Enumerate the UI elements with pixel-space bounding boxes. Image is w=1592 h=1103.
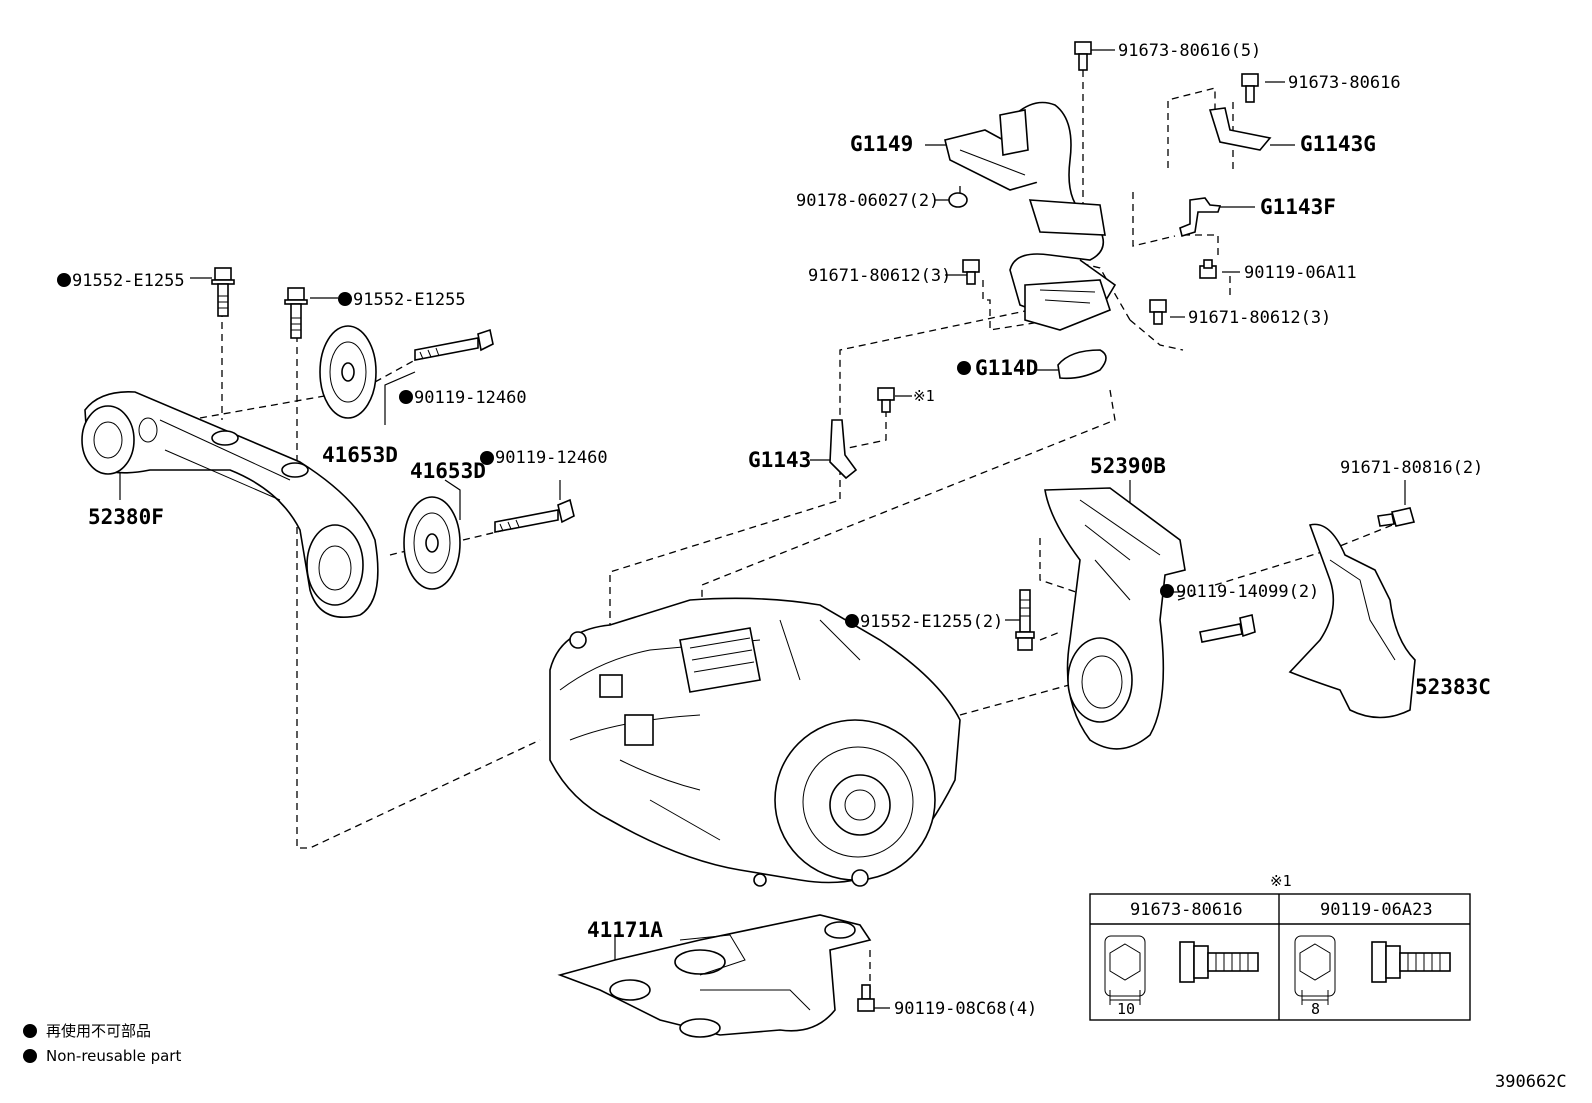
label-90119-12460-a: 90119-12460 <box>414 388 527 408</box>
label-g1149: G1149 <box>850 132 913 156</box>
label-91673-80616-5: 91673-80616(5) <box>1118 41 1261 61</box>
transaxle-assembly <box>549 597 961 887</box>
legend: 再使用不可部品 Non-reusable part <box>23 1022 181 1065</box>
label-91671-80612-3-right: 91671-80612(3) <box>1188 308 1331 328</box>
legend-line1: 再使用不可部品 <box>46 1022 151 1040</box>
bolt-90119-12460-a <box>414 328 494 361</box>
bolt-90119-06a11 <box>1199 259 1217 279</box>
label-41171a: 41171A <box>587 918 663 942</box>
legend-dot-2 <box>23 1049 37 1063</box>
part-labels: 91673-80616(5) 91673-80616 G1149 G1143G … <box>72 41 1491 1019</box>
bolt-side-91673-80616 <box>1179 941 1259 983</box>
under-cover-41171a <box>557 914 872 1038</box>
label-90119-08c68-4: 90119-08C68(4) <box>894 999 1037 1019</box>
label-91552-e1255-a: 91552-E1255 <box>72 271 185 291</box>
label-g1143f: G1143F <box>1260 195 1336 219</box>
bolt-90119-08c68-4 <box>857 984 875 1012</box>
label-52383c: 52383C <box>1415 675 1491 699</box>
bolt-91671-80612-left <box>962 259 980 285</box>
note-col1-header: 91673-80616 <box>1130 900 1243 920</box>
bolt-91673-80616 <box>1241 73 1259 103</box>
label-91671-80816-2: 91671-80816(2) <box>1340 458 1483 478</box>
bolt-90119-12460-b <box>494 498 575 533</box>
note-col2-header: 90119-06A23 <box>1320 900 1433 920</box>
legend-line2: Non-reusable part <box>46 1047 181 1065</box>
bolt-head-hex-10 <box>1104 935 1146 1005</box>
legend-dot-1 <box>23 1024 37 1038</box>
mount-bracket-52380f <box>81 391 379 619</box>
label-41653d-a: 41653D <box>322 443 398 467</box>
label-90119-12460-b: 90119-12460 <box>495 448 608 468</box>
bracket-g1143g <box>1208 107 1272 151</box>
bracket-g1143 <box>829 419 858 480</box>
note-col2-size: 8 <box>1311 1000 1320 1018</box>
bolt-91552-e1255-2 <box>1015 589 1035 651</box>
note-table-title: ※1 <box>1270 872 1292 890</box>
nut-90178-06027 <box>948 192 968 208</box>
note-table: ※1 91673-80616 90119-06A23 10 <box>1089 872 1471 1021</box>
label-g1143: G1143 <box>748 448 811 472</box>
label-91552-e1255-2: 91552-E1255(2) <box>860 612 1003 632</box>
harness-g1149 <box>944 101 1117 331</box>
bolt-91552-e1255-a <box>211 267 235 317</box>
bushing-41653d-b <box>403 496 461 590</box>
note-col1-size: 10 <box>1117 1000 1135 1018</box>
label-41653d-b: 41653D <box>410 459 486 483</box>
label-g114d: G114D <box>975 356 1038 380</box>
bolt-90119-14099-2 <box>1199 614 1256 643</box>
non-reusable-markers <box>57 273 1174 628</box>
label-90119-14099-2: 90119-14099(2) <box>1176 582 1319 602</box>
bolt-91671-80816-2 <box>1377 507 1416 527</box>
diagram-code: 390662C <box>1495 1072 1567 1092</box>
cover-g114d <box>1057 349 1107 380</box>
bolt-91671-80612-right <box>1149 299 1167 325</box>
bolt-note1 <box>877 387 895 413</box>
bushing-41653d-a <box>319 325 377 419</box>
label-90119-06a11: 90119-06A11 <box>1244 263 1357 283</box>
mount-bracket-52390b <box>1044 487 1186 750</box>
label-52390b: 52390B <box>1090 454 1166 478</box>
label-91552-e1255-b: 91552-E1255 <box>353 290 466 310</box>
label-52380f: 52380F <box>88 505 164 529</box>
label-g1143g: G1143G <box>1300 132 1376 156</box>
label-91673-80616: 91673-80616 <box>1288 73 1401 93</box>
bolt-91552-e1255-b <box>284 287 308 339</box>
bolt-head-hex-8 <box>1294 935 1336 1005</box>
label-note1-ref: ※1 <box>913 387 935 405</box>
bracket-g1143f <box>1179 197 1222 238</box>
shield-52383c <box>1288 523 1416 719</box>
bolt-91673-80616-5 <box>1074 41 1092 71</box>
bolt-side-90119-06a23 <box>1371 941 1451 983</box>
label-90178-06027-2: 90178-06027(2) <box>796 191 939 211</box>
label-91671-80612-3-left: 91671-80612(3) <box>808 266 951 286</box>
